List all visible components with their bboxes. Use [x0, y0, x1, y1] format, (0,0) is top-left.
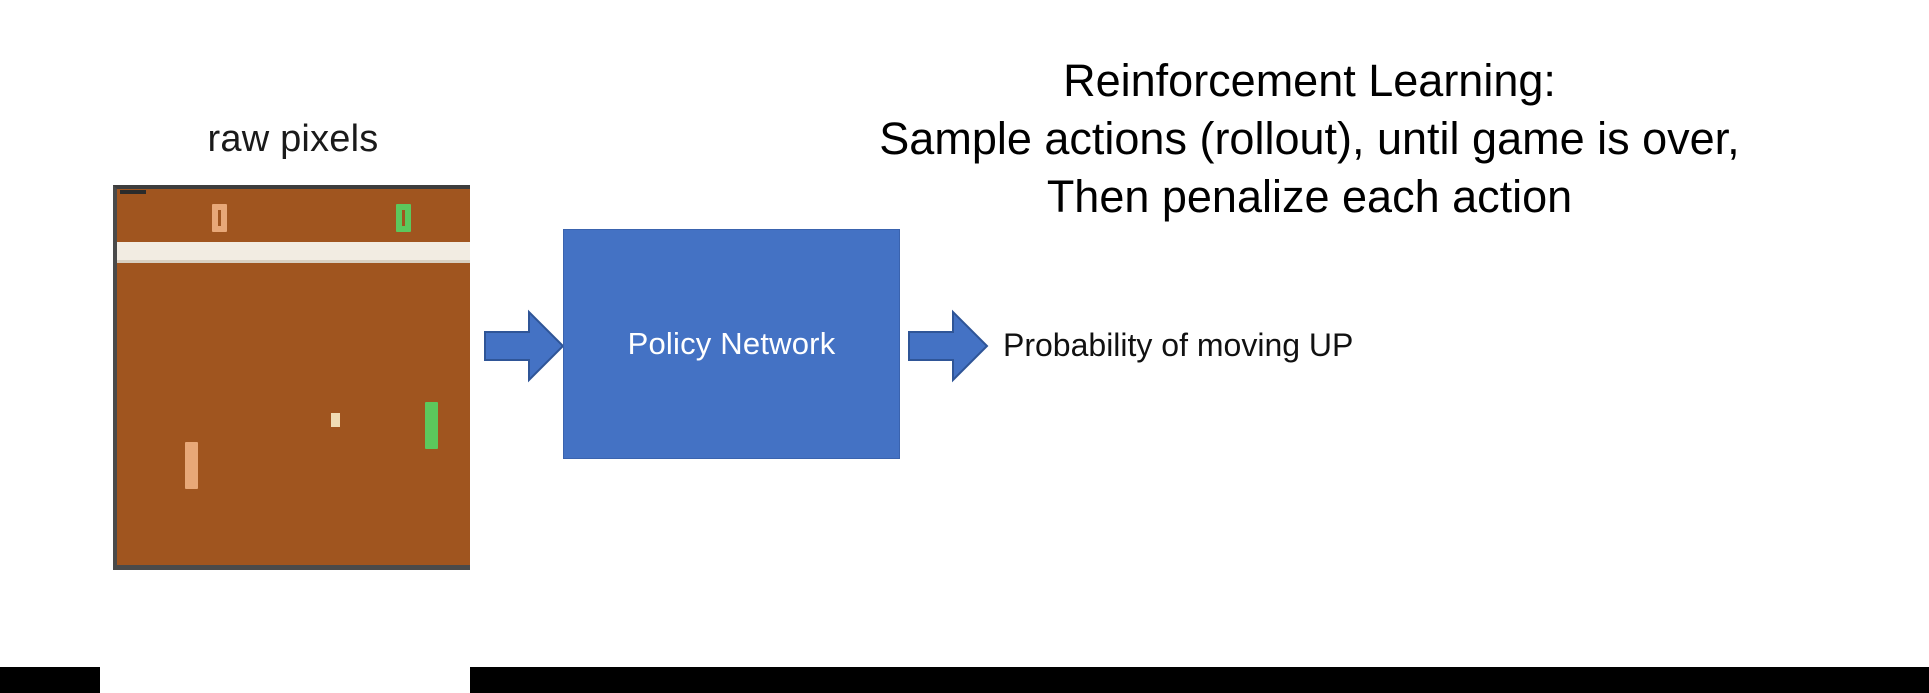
bottom-bar-left — [0, 667, 100, 693]
right-arrow-icon — [907, 308, 989, 384]
pong-game-screenshot: 0 0 — [113, 185, 470, 570]
pong-ball — [331, 413, 340, 427]
page-title: Reinforcement Learning: Sample actions (… — [690, 52, 1929, 226]
raw-pixels-caption: raw pixels — [207, 118, 379, 160]
pong-lower-field — [117, 263, 470, 570]
digit-glyph — [395, 204, 411, 232]
pong-score-right: 0 — [385, 197, 421, 239]
policy-network-label: Policy Network — [627, 326, 836, 361]
pong-corner-marker — [120, 190, 146, 194]
pong-bottom-edge — [117, 565, 470, 570]
output-label: Probability of moving UP — [1003, 327, 1354, 363]
pong-divider-band — [117, 242, 470, 263]
pong-paddle-left — [185, 442, 198, 489]
pong-score-band: 0 0 — [117, 189, 470, 242]
heading-line-1: Reinforcement Learning: — [1063, 55, 1556, 106]
pong-paddle-right — [425, 402, 438, 449]
policy-network-box[interactable]: Policy Network — [563, 229, 900, 459]
bottom-bar-right — [470, 667, 1929, 693]
heading-line-2: Sample actions (rollout), until game is … — [879, 113, 1740, 164]
right-arrow-icon — [483, 308, 565, 384]
heading-line-3: Then penalize each action — [1046, 171, 1573, 222]
digit-glyph — [211, 204, 227, 232]
pong-score-left: 0 — [201, 197, 237, 239]
